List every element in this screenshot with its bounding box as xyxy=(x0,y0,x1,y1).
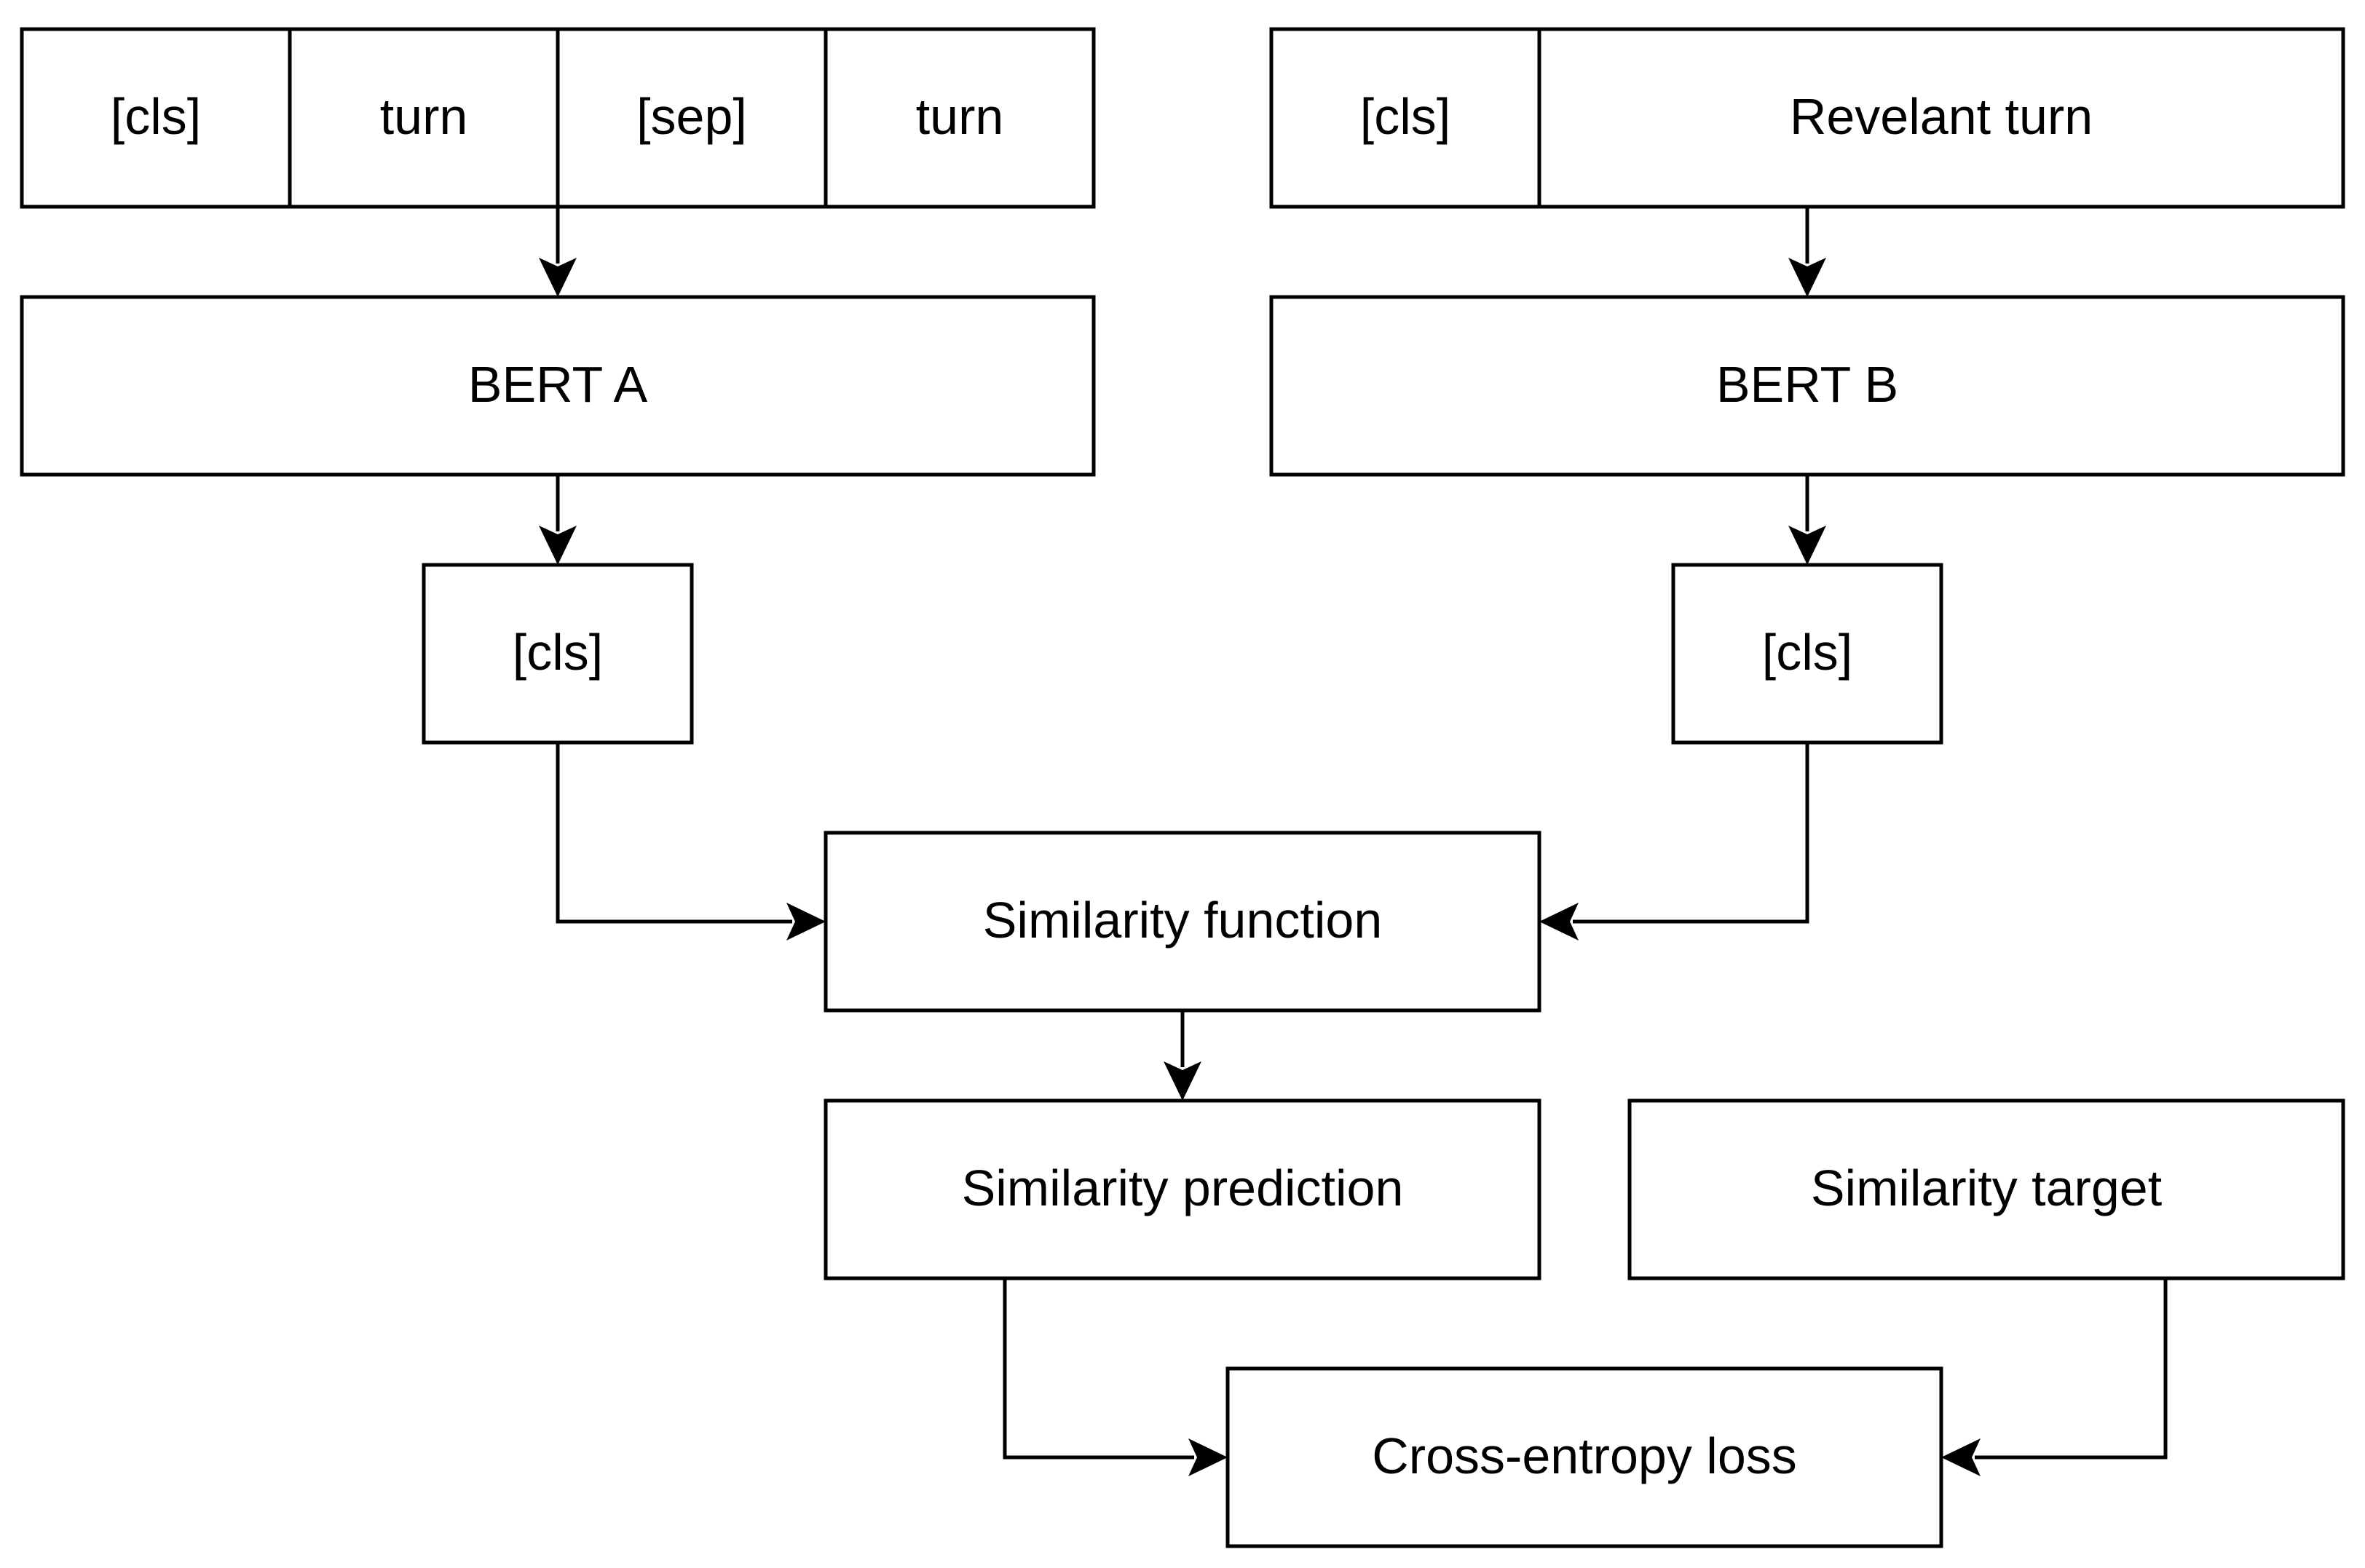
bert-b-label: BERT B xyxy=(1716,356,1898,413)
arrow-cls-b-to-similarity xyxy=(1573,743,1809,924)
input-b-relevant-turn: Revelant turn xyxy=(1790,88,2093,145)
similarity-prediction-label: Similarity prediction xyxy=(962,1160,1404,1216)
bert-a-box xyxy=(20,295,1096,477)
cls-output-a-label: [cls] xyxy=(513,624,603,681)
arrowhead-down xyxy=(539,258,577,297)
input-a-cls-token: [cls] xyxy=(111,88,201,145)
cls-output-b-label: [cls] xyxy=(1762,624,1852,681)
input-a-turn-token: turn xyxy=(916,88,1004,145)
arrowhead-left xyxy=(1941,1438,1981,1476)
arrowhead-down xyxy=(1788,258,1826,297)
arrow-prediction-to-loss xyxy=(1003,1278,1194,1460)
input-a-turn-token: turn xyxy=(380,88,468,145)
arrowhead-right xyxy=(1188,1438,1228,1476)
similarity-function-label: Similarity function xyxy=(983,892,1383,949)
input-sequence-b: [cls] Revelant turn xyxy=(1269,27,2345,209)
arrowhead-right xyxy=(786,903,826,941)
loss-label: Cross-entropy loss xyxy=(1372,1428,1797,1484)
cls-output-a-box xyxy=(422,563,694,745)
bert-a-label: BERT A xyxy=(468,356,648,413)
input-sequence-a: [cls] turn [sep] turn xyxy=(20,27,1096,209)
connectors xyxy=(539,207,2168,1476)
arrow-cls-a-to-similarity xyxy=(556,743,792,924)
cls-output-b-box xyxy=(1671,563,1943,745)
arrowhead-left xyxy=(1539,903,1579,941)
similarity-target-label: Similarity target xyxy=(1811,1160,2162,1216)
arrowhead-down xyxy=(539,526,577,565)
bert-b-box xyxy=(1269,295,2345,477)
similarity-prediction-box xyxy=(824,1098,1541,1280)
arrow-target-to-loss xyxy=(1975,1278,2168,1460)
input-b-cls-token: [cls] xyxy=(1360,88,1450,145)
input-a-sep-token: [sep] xyxy=(636,88,747,145)
arrowhead-down xyxy=(1788,526,1826,565)
similarity-target-box xyxy=(1627,1098,2345,1280)
loss-box xyxy=(1225,1366,1943,1548)
arrowhead-down xyxy=(1164,1061,1201,1101)
input-sequence-b-frame xyxy=(1269,27,2345,209)
